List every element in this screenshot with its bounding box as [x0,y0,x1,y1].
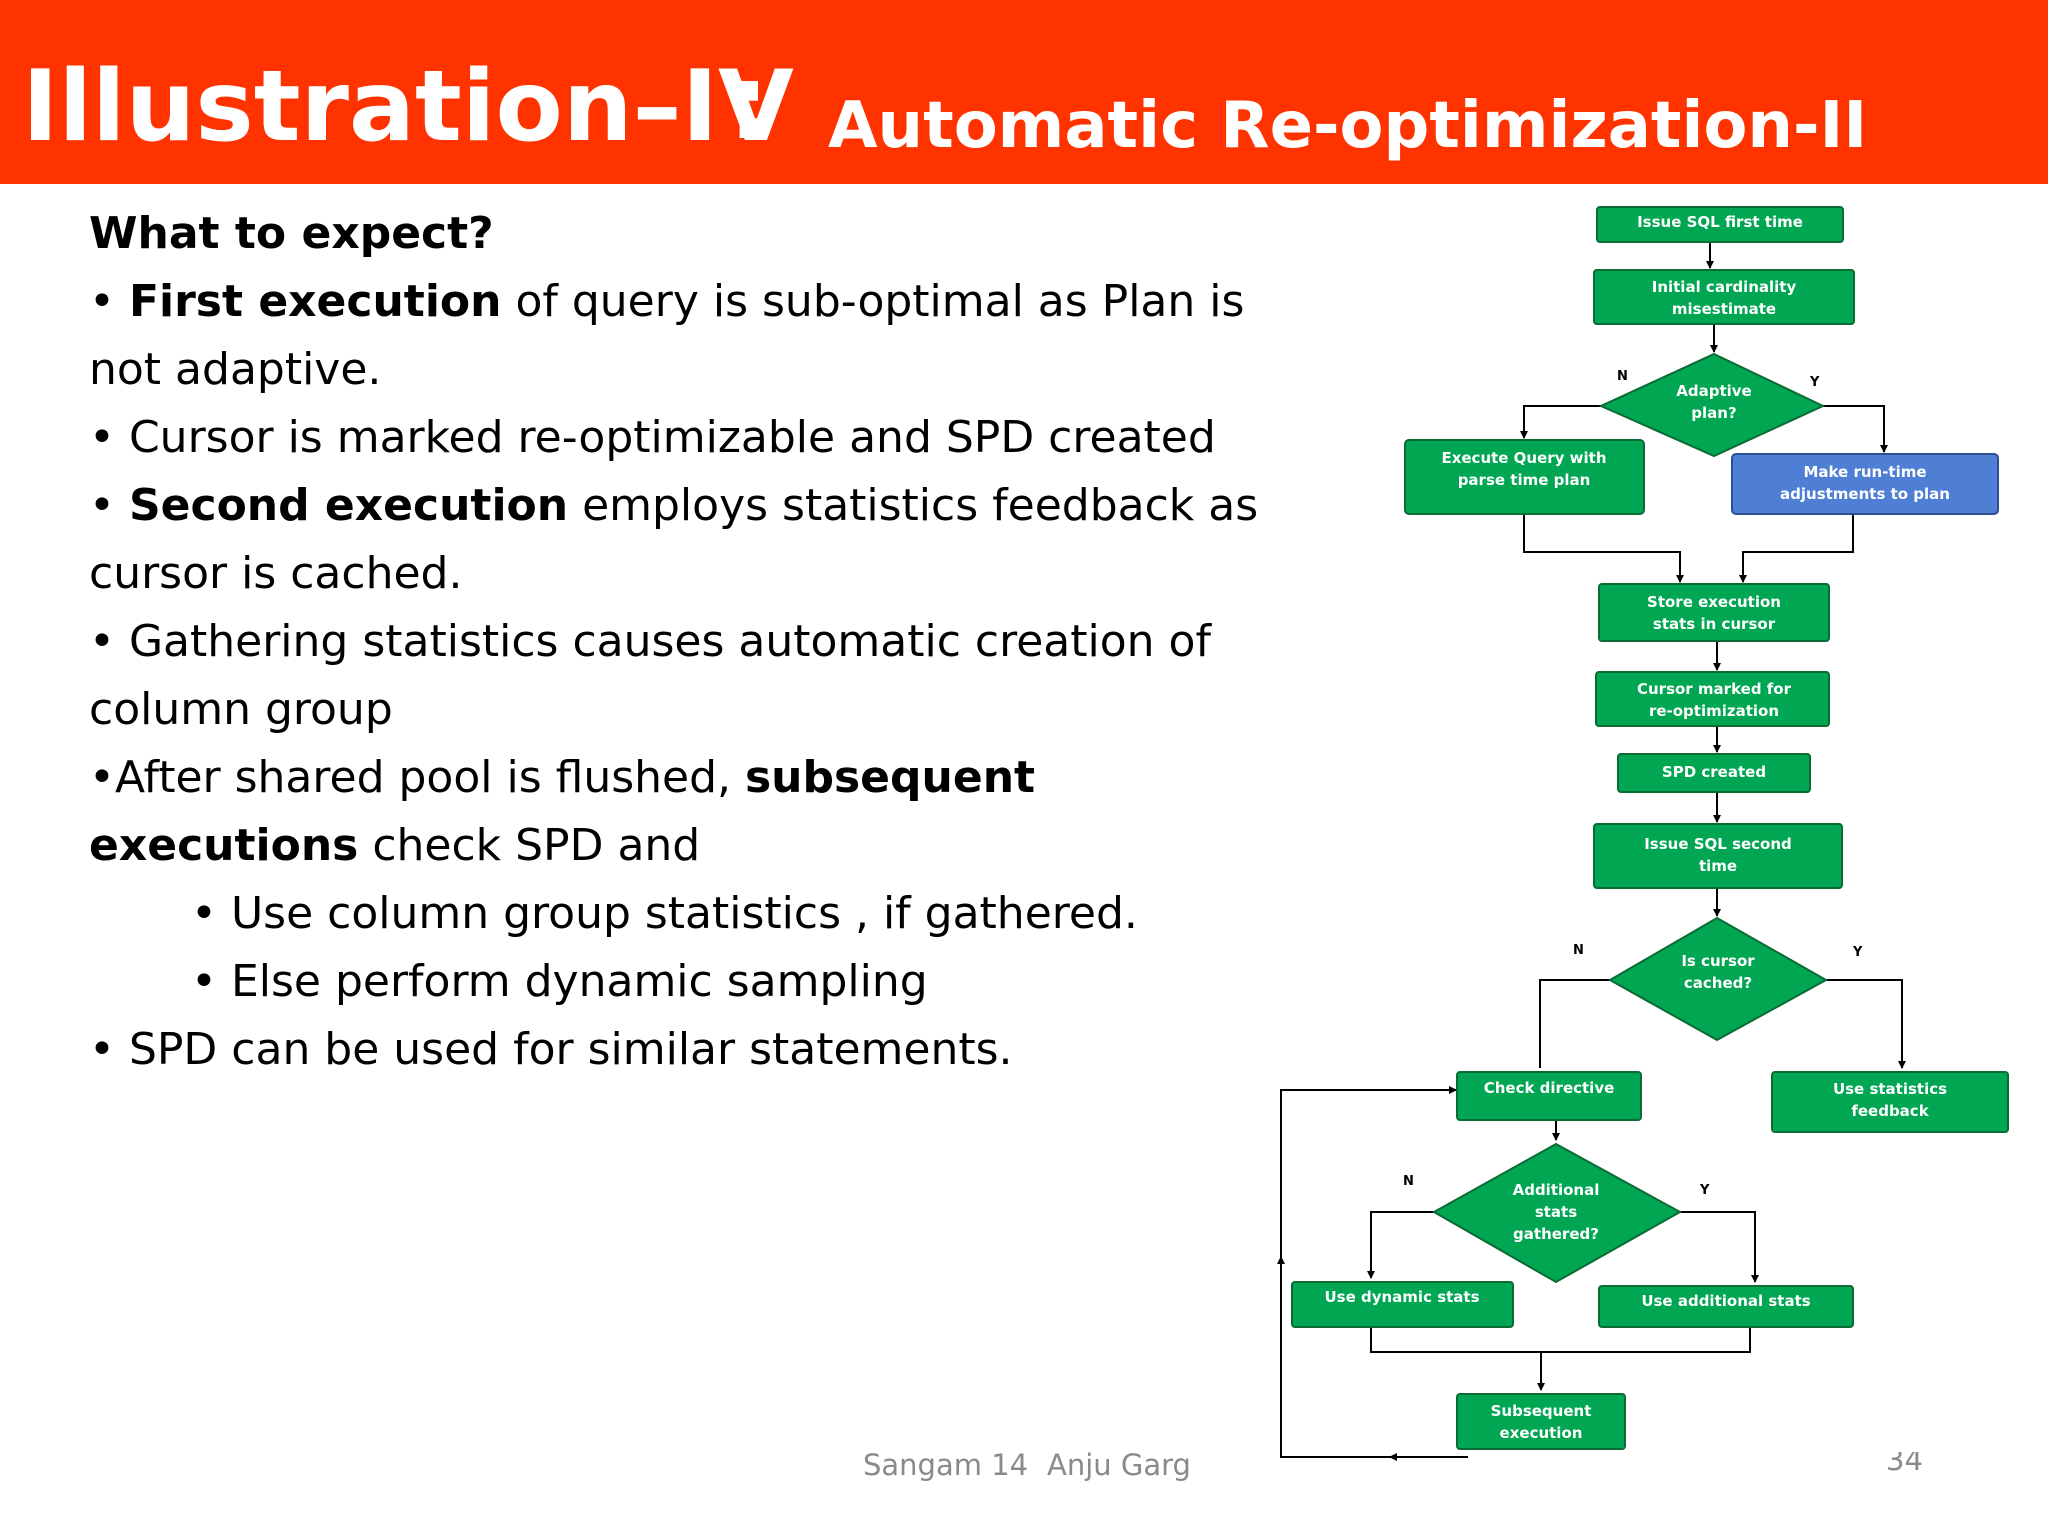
slide-subtitle: Automatic Re-optimization-II [828,89,1868,163]
bullet-text: SPD can be used for similar statements. [128,1024,1013,1075]
flow-label: Use dynamic stats [1324,1288,1479,1306]
flow-no-label: N [1573,943,1584,958]
flow-box-issue-first: Issue SQL first time [1596,206,1844,243]
bullet-bold: First execution [128,276,502,327]
footer-author: Anju Garg [1047,1448,1191,1482]
flow-label: Issue SQL first time [1637,213,1803,231]
slide-body: What to expect? • First execution of que… [89,200,1269,1084]
bullet-text: Use column group statistics , if gathere… [230,888,1138,939]
flow-yes-label: Y [1852,945,1863,960]
flow-no-label: N [1403,1174,1414,1189]
flow-box-spd-created: SPD created [1617,753,1811,793]
flow-box-check-directive: Check directive [1456,1071,1642,1121]
bullet-first-execution: • First execution of query is sub-optima… [89,276,1245,395]
flow-label: SPD created [1662,763,1766,781]
flow-connectors [1277,242,1906,1461]
page-number: 34 [1886,1452,1923,1477]
body-heading: What to expect? [89,208,494,259]
bullet-text: After shared pool is flushed, [114,752,745,803]
flow-label: Check directive [1484,1079,1615,1097]
slide-title: Illustration–IV [22,50,794,164]
flow-label: Use additional stats [1641,1292,1810,1310]
flow-box-additional-stats: Use additional stats [1598,1285,1854,1328]
bullet-text: check SPD and [358,820,701,871]
title-bar: Illustration–IV : Automatic Re-optimizat… [0,0,2048,184]
sub-bullet-column-group: • Use column group statistics , if gathe… [191,888,1138,939]
sub-bullet-dynamic-sampling: • Else perform dynamic sampling [191,956,928,1007]
bullet-text: Gathering statistics causes automatic cr… [89,616,1211,735]
bullet-similar-statements: • SPD can be used for similar statements… [89,1024,1013,1075]
bullet-text: of query is sub-optimal as Plan is not a… [89,276,1245,395]
bullet-text: Else perform dynamic sampling [230,956,928,1007]
flow-no-label: N [1617,369,1628,384]
flow-yes-label: Y [1809,375,1820,390]
footer-event: Sangam 14 [863,1448,1029,1482]
bullet-cursor-marked: • Cursor is marked re-optimizable and SP… [89,412,1216,463]
bullet-text: employs statistics feedback as cursor is… [89,480,1259,599]
bullet-bold: subsequent executions [89,752,1036,871]
flow-yes-label: Y [1699,1183,1710,1198]
bullet-second-execution: • Second execution employs statistics fe… [89,480,1259,599]
bullet-shared-pool: •After shared pool is flushed, subsequen… [89,752,1036,871]
flow-box-dynamic-stats: Use dynamic stats [1291,1281,1514,1328]
title-colon: : [728,41,770,163]
bullet-text: Cursor is marked re-optimizable and SPD … [128,412,1216,463]
bullet-bold: Second execution [128,480,569,531]
bullet-gathering-stats: • Gathering statistics causes automatic … [89,616,1211,735]
